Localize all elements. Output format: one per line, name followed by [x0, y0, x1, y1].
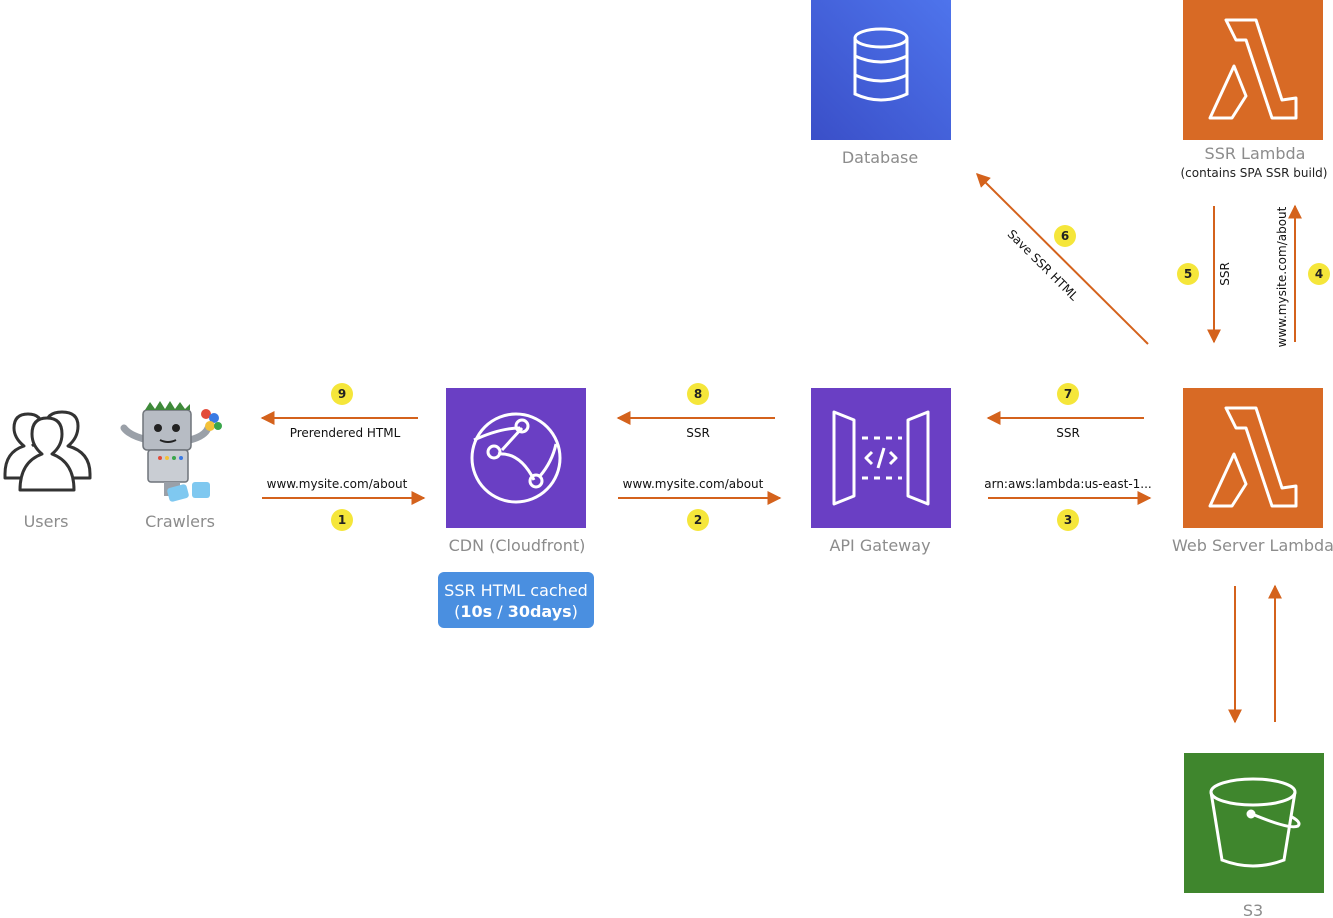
web-server-lambda-box [1183, 388, 1323, 528]
step-3-label: arn:aws:lambda:us-east-1... [984, 477, 1151, 491]
step-badge-2: 2 [687, 509, 709, 531]
svg-text:2: 2 [694, 513, 702, 527]
database-icon [853, 27, 909, 102]
lambda-icon [1208, 18, 1298, 120]
arrow-step-6 [976, 173, 1149, 345]
s3-label: S3 [1243, 901, 1263, 918]
crawlers-label: Crawlers [145, 512, 215, 531]
ssr-lambda-sublabel: (contains SPA SSR build) [1181, 166, 1328, 180]
step-badge-9: 9 [331, 383, 353, 405]
svg-text:6: 6 [1061, 229, 1069, 243]
cache-note-line2: (10s / 30days) [454, 602, 578, 621]
users-label: Users [24, 512, 69, 531]
api-gateway-icon [832, 410, 930, 506]
lambda-icon [1208, 406, 1298, 508]
svg-text:5: 5 [1184, 267, 1192, 281]
cdn-label: CDN (Cloudfront) [449, 536, 586, 555]
web-server-lambda-label: Web Server Lambda [1172, 536, 1333, 555]
svg-text:7: 7 [1064, 387, 1072, 401]
cloudfront-icon [470, 412, 562, 504]
cache-note-box [438, 572, 594, 628]
svg-text:1: 1 [338, 513, 346, 527]
crawler-robot-icon [120, 401, 222, 502]
svg-text:9: 9 [338, 387, 346, 401]
step-badge-6: 6 [1054, 225, 1076, 247]
users-icon [3, 410, 92, 492]
svg-text:4: 4 [1315, 267, 1323, 281]
step-badge-5: 5 [1177, 263, 1199, 285]
step-badge-1: 1 [331, 509, 353, 531]
step-4-label: www.mysite.com/about [1275, 206, 1289, 347]
ssr-lambda-box [1183, 0, 1323, 140]
ssr-lambda-label: SSR Lambda [1205, 144, 1306, 163]
database-label: Database [842, 148, 918, 167]
step-7-label: SSR [1056, 426, 1080, 440]
step-5-label: SSR [1218, 262, 1232, 286]
step-8-label: SSR [686, 426, 710, 440]
step-2-label: www.mysite.com/about [623, 477, 764, 491]
step-badge-4: 4 [1308, 263, 1330, 285]
s3-box [1184, 753, 1324, 893]
step-9-label: Prerendered HTML [290, 426, 401, 440]
s3-bucket-icon [1209, 777, 1301, 868]
svg-text:8: 8 [694, 387, 702, 401]
step-1-label: www.mysite.com/about [267, 477, 408, 491]
api-gateway-label: API Gateway [829, 536, 930, 555]
cache-note-line1: SSR HTML cached [444, 581, 588, 600]
database-box [811, 0, 951, 140]
step-badge-3: 3 [1057, 509, 1079, 531]
step-badge-8: 8 [687, 383, 709, 405]
step-badge-7: 7 [1057, 383, 1079, 405]
svg-text:3: 3 [1064, 513, 1072, 527]
